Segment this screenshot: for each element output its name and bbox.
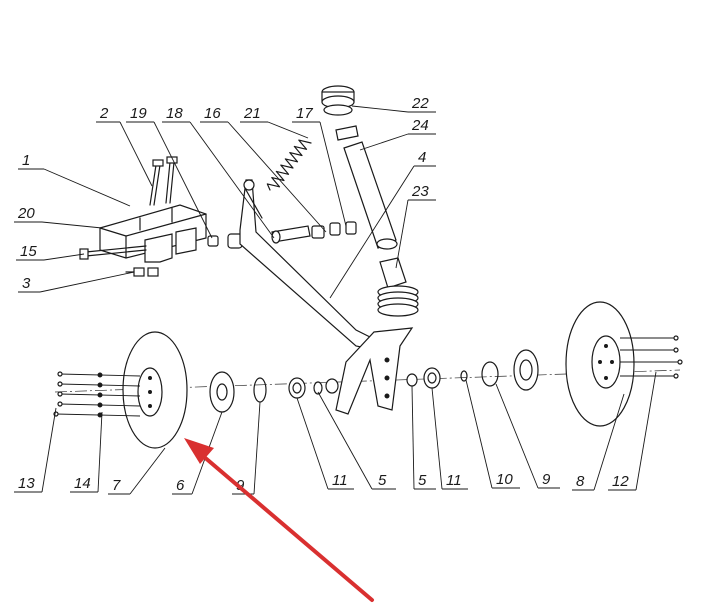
hub [513, 349, 539, 391]
arrow-shaft [194, 448, 374, 602]
bolt-nut [97, 402, 103, 408]
callout-label-c10: 10 [496, 471, 513, 488]
callout-leader-c20 [41, 221, 103, 229]
left-flange [209, 371, 235, 413]
callout-label-c22: 22 [411, 95, 429, 112]
callout-leader-c19 [153, 121, 213, 239]
frame-bracket [99, 204, 207, 263]
callout-leader-c21 [267, 121, 309, 139]
callout-label-c4: 4 [418, 149, 426, 166]
callout-label-c20: 20 [17, 205, 35, 222]
left-disc [122, 331, 188, 449]
callout-leader-c18 [189, 121, 275, 239]
callout-leaders [14, 105, 657, 495]
callout-leader-c13 [41, 407, 57, 493]
opener-boot [335, 327, 414, 415]
callout-leader-c5b [411, 385, 415, 490]
callout-leader-c12 [635, 371, 657, 491]
callout-leader-c17 [319, 121, 347, 227]
callout-label-c9b: 9 [542, 471, 551, 488]
callout-leader-c22 [351, 105, 409, 113]
o-ring [460, 370, 468, 382]
callout-label-c8: 8 [576, 473, 585, 490]
callout-label-c16: 16 [204, 105, 221, 122]
callout-leader-c3 [39, 271, 135, 293]
u-bolt-pair [149, 156, 178, 206]
callout-label-c18: 18 [166, 105, 183, 122]
spring [266, 139, 312, 191]
callout-label-c11b: 11 [446, 472, 462, 489]
callout-leader-c2 [119, 121, 153, 187]
callout-label-c7: 7 [112, 477, 121, 494]
callout-label-c5a: 5 [378, 472, 387, 489]
callout-leader-c23 [395, 199, 409, 269]
callout-leader-c16 [227, 121, 327, 233]
callout-leader-c15 [43, 253, 85, 261]
callout-leader-c5a [317, 391, 373, 490]
bolt-head [673, 335, 679, 341]
arrow-head [184, 438, 214, 464]
callout-label-c21: 21 [243, 105, 261, 122]
callout-leader-c1 [43, 168, 131, 207]
callout-leader-c7 [129, 447, 166, 495]
callout-label-c24: 24 [411, 117, 429, 134]
left-bearing [288, 377, 306, 399]
bolt-head [57, 371, 63, 377]
bolt-head [673, 347, 679, 353]
bolt-head [57, 391, 63, 397]
callout-label-c6: 6 [176, 477, 185, 494]
callout-leader-c14 [97, 411, 103, 493]
callout-leader-c11b [431, 387, 443, 490]
callout-leader-c10 [465, 379, 493, 489]
callout-label-c2: 2 [99, 105, 109, 122]
callout-leader-c8 [593, 393, 625, 491]
bolt-head [673, 373, 679, 379]
callout-leader-c4 [329, 165, 415, 299]
callout-label-c23: 23 [411, 183, 429, 200]
spacers [313, 373, 418, 395]
callout-leader-c24 [359, 133, 409, 151]
callout-leader-c11a [296, 397, 329, 490]
callout-label-c1: 1 [22, 152, 30, 169]
callout-label-c19: 19 [130, 105, 147, 122]
left-retaining-ring [253, 377, 267, 403]
callout-label-c3: 3 [22, 275, 31, 292]
bolt-head [677, 359, 683, 365]
bolt-nut [97, 372, 103, 378]
bolt-nut [97, 382, 103, 388]
right-bearing [423, 367, 441, 389]
highlight-arrow [184, 438, 374, 602]
callout-label-c14: 14 [74, 475, 91, 492]
right-retaining-ring [481, 361, 499, 387]
callout-label-c12: 12 [612, 473, 629, 490]
callout-leader-c9b [495, 383, 539, 489]
axle-pin [271, 221, 357, 244]
bolt-head [57, 401, 63, 407]
bolt-head [57, 381, 63, 387]
bolt-nut [97, 392, 103, 398]
nuts [125, 267, 159, 277]
right-disc-bolts [620, 335, 683, 379]
callout-label-c5b: 5 [418, 472, 427, 489]
callout-label-c11a: 11 [332, 472, 348, 489]
callout-label-c13: 13 [18, 475, 35, 492]
lower-tube [377, 257, 419, 317]
seed-tube [321, 85, 398, 250]
main-arm [239, 179, 377, 351]
callout-label-c17: 17 [296, 105, 313, 122]
callout-label-c15: 15 [20, 243, 37, 260]
callout-labels: 1234556789910111112131415161718192021222… [17, 95, 629, 494]
right-disc [565, 301, 635, 427]
pivot-bushings [207, 233, 243, 249]
callout-leader-c9a [253, 401, 261, 495]
